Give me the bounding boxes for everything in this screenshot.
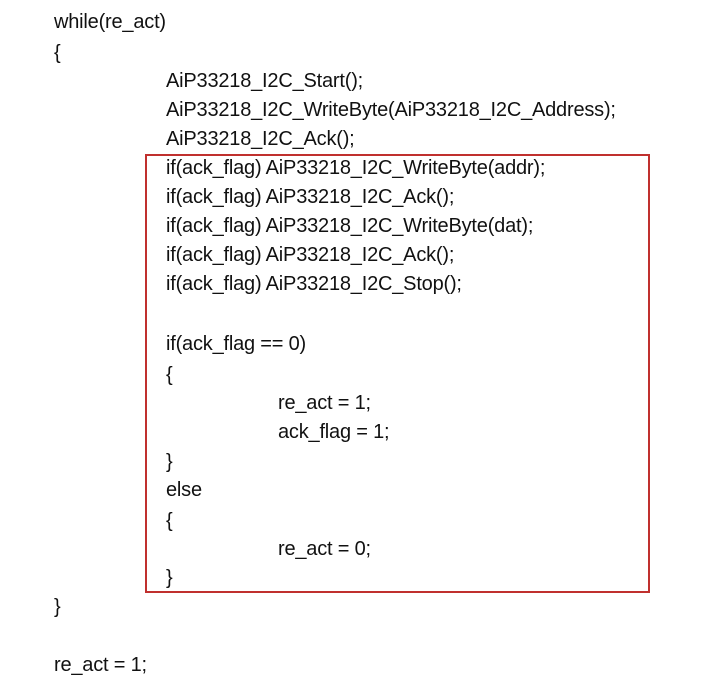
highlight-box xyxy=(145,154,650,593)
code-line: re_act = 1; xyxy=(54,654,147,676)
code-line: re_act = 1; xyxy=(278,392,371,414)
code-line: if(ack_flag) AiP33218_I2C_Ack(); xyxy=(166,186,455,208)
code-line: if(ack_flag) AiP33218_I2C_WriteByte(addr… xyxy=(166,157,546,179)
code-line: } xyxy=(166,451,173,473)
code-line: { xyxy=(54,42,61,64)
code-line: while(re_act) xyxy=(54,11,166,33)
code-line: if(ack_flag) AiP33218_I2C_Ack(); xyxy=(166,244,455,266)
code-line: } xyxy=(166,567,173,589)
code-line: } xyxy=(54,596,61,618)
code-line: if(ack_flag) AiP33218_I2C_Stop(); xyxy=(166,273,462,295)
code-line: AiP33218_I2C_WriteByte(AiP33218_I2C_Addr… xyxy=(166,99,616,121)
code-line: re_act = 0; xyxy=(278,538,371,560)
code-line: ack_flag = 1; xyxy=(278,421,390,443)
code-line: AiP33218_I2C_Start(); xyxy=(166,70,364,92)
code-line: else xyxy=(166,479,202,501)
code-line: if(ack_flag == 0) xyxy=(166,333,307,355)
code-line: AiP33218_I2C_Ack(); xyxy=(166,128,355,150)
code-line: if(ack_flag) AiP33218_I2C_WriteByte(dat)… xyxy=(166,215,534,237)
code-line: { xyxy=(166,510,173,532)
code-line: { xyxy=(166,364,173,386)
